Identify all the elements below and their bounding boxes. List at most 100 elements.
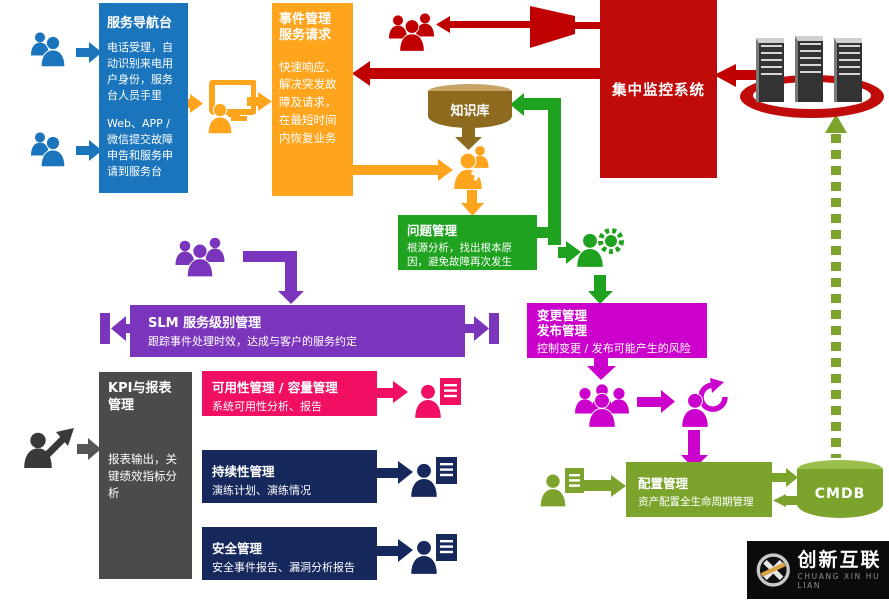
- connector-arrow: [89, 140, 102, 161]
- kpi-report-box: KPI与报表 管理 报表输出，关键绩效指标分析: [99, 372, 192, 579]
- connector-arrow: [111, 316, 126, 341]
- person-refresh-icon: [681, 378, 728, 429]
- connector-arrow: [524, 98, 548, 110]
- alert-users-icon: [388, 13, 435, 52]
- connector-arrow: [100, 313, 110, 344]
- connector-arrow: [124, 324, 132, 333]
- incident-box: 事件管理 服务请求 快速响应、解决突发故障及请求，在最短时间内恢复业务: [272, 3, 353, 196]
- connector-arrow: [370, 68, 600, 79]
- connector-arrow: [77, 444, 89, 454]
- monitoring-box: 集中监控系统: [600, 0, 717, 178]
- connector-arrow: [548, 98, 561, 245]
- continuity-box: 持续性管理 演练计划、演练情况: [202, 450, 377, 503]
- connector-arrow: [436, 16, 450, 33]
- connector-arrow: [714, 64, 736, 87]
- availability-body: 系统可用性分析、报告: [212, 400, 322, 413]
- kpi-title-line2: 管理: [108, 397, 135, 413]
- connector-arrow: [786, 468, 798, 487]
- continuity-body: 演练计划、演练情况: [212, 484, 311, 497]
- connector-arrow: [461, 203, 484, 216]
- connector-arrow: [558, 247, 566, 258]
- knowledge-base-cylinder: 知识库: [428, 84, 512, 128]
- connector-arrow: [88, 438, 101, 460]
- connector-arrow: [584, 480, 612, 491]
- connector-arrow: [535, 227, 549, 238]
- connector-arrow: [825, 114, 847, 133]
- users-icon: [30, 132, 66, 168]
- connector-arrow: [772, 473, 786, 482]
- connector-arrow: [352, 61, 370, 86]
- connector-arrow: [588, 291, 613, 304]
- cmdb-cylinder: CMDB: [797, 460, 883, 518]
- problem-title: 问题管理: [407, 223, 458, 238]
- person-chart-icon: [24, 428, 74, 468]
- connector-arrow: [372, 388, 394, 398]
- connector-arrow: [190, 94, 203, 113]
- logo-name: 创新互联: [797, 548, 882, 571]
- brand-logo: 创新互联 CHUANG XIN HU LIAN: [747, 541, 889, 599]
- security-body: 安全事件报告、漏洞分析报告: [212, 561, 355, 574]
- incident-body: 快速响应、解决突发故障及请求，在最短时间内恢复业务: [279, 59, 337, 145]
- connector-arrow: [575, 22, 601, 29]
- service-desk-body2: Web、APP / 微信提交故障申告和服务申请到服务台: [107, 116, 173, 178]
- connector-arrow: [566, 241, 581, 264]
- person-gear-icon: [576, 228, 624, 269]
- connector-arrow: [611, 475, 626, 497]
- security-box: 安全管理 安全事件报告、漏洞分析报告: [202, 527, 377, 580]
- connector-arrow: [661, 390, 675, 413]
- kpi-body: 报表输出，关键绩效指标分析: [108, 451, 177, 501]
- config-box: 配置管理 资产配置全生命周期管理: [626, 462, 772, 517]
- connector-arrow: [688, 430, 700, 457]
- connector-arrow: [377, 468, 399, 478]
- connector-arrow: [474, 316, 489, 341]
- person-add-icon: [453, 146, 489, 191]
- users-icon: [30, 32, 66, 68]
- availability-capacity-box: 可用性管理 / 容量管理 系统可用性分析、报告: [202, 371, 377, 416]
- connector-arrow: [594, 275, 606, 292]
- change-title-line1: 变更管理: [537, 308, 588, 323]
- connector-arrow: [243, 251, 291, 262]
- server-rack-icon: [834, 38, 862, 102]
- security-title: 安全管理: [212, 541, 263, 556]
- availability-title: 可用性管理 / 容量管理: [212, 380, 338, 395]
- connector-arrow: [489, 313, 499, 344]
- monitoring-title: 集中监控系统: [612, 82, 705, 99]
- config-title: 配置管理: [638, 476, 689, 491]
- connector-arrow: [530, 6, 575, 48]
- connector-arrow: [76, 48, 89, 57]
- connector-arrow: [76, 146, 89, 155]
- slm-box: SLM 服务级别管理 跟踪事件处理时效，达成与客户的服务约定: [130, 305, 465, 357]
- service-desk-box: 服务导航台 电话受理，自动识别来电用户身份，服务台人员手里 Web、APP / …: [99, 3, 188, 193]
- kpi-title-line1: KPI与报表: [108, 381, 172, 396]
- service-desk-title: 服务导航台: [107, 16, 173, 31]
- logo-icon: [756, 553, 790, 587]
- connector-arrow: [393, 381, 408, 403]
- users-icon: [175, 237, 225, 278]
- knowledge-base-title: 知识库: [428, 91, 512, 128]
- connector-arrow: [587, 366, 616, 380]
- config-body: 资产配置全生命周期管理: [638, 496, 754, 508]
- connector-arrow: [278, 291, 304, 304]
- problem-body: 根源分析，找出根本原因，避免故障再次发生: [407, 242, 512, 269]
- service-desk-body1: 电话受理，自动识别来电用户身份，服务台人员手里: [107, 41, 173, 102]
- slm-title: SLM 服务级别管理: [148, 316, 262, 331]
- connector-arrow: [465, 324, 475, 333]
- server-rack-icon: [795, 36, 823, 102]
- connector-arrow: [377, 546, 399, 556]
- connector-arrow: [438, 159, 453, 181]
- connector-arrow: [285, 251, 297, 293]
- connector-arrow: [773, 494, 786, 507]
- change-body: 控制变更 / 发布可能产生的风险: [537, 342, 691, 355]
- continuity-title: 持续性管理: [212, 464, 275, 479]
- connector-arrow: [637, 397, 662, 407]
- change-title-line2: 发布管理: [537, 323, 588, 338]
- connector-arrow: [398, 461, 413, 484]
- connector-arrow: [258, 92, 272, 111]
- incident-title-line2: 服务请求: [279, 28, 332, 44]
- connector-arrow: [398, 539, 413, 562]
- connector-arrow: [450, 21, 530, 28]
- connector-arrow: [455, 137, 482, 150]
- slm-body: 跟踪事件处理时效，达成与客户的服务约定: [148, 335, 357, 348]
- connector-arrow: [89, 42, 102, 63]
